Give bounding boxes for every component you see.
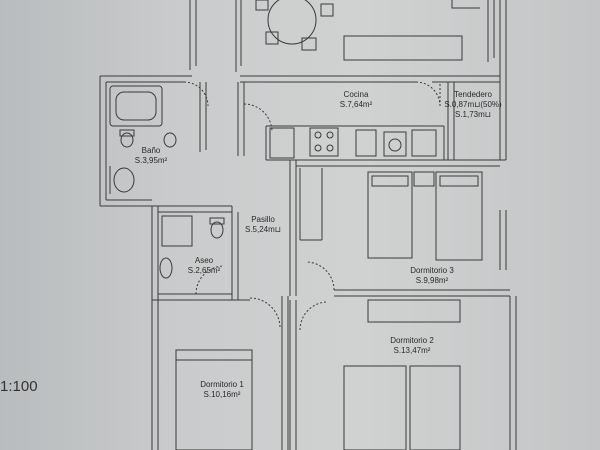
wall-dorm3-bottom xyxy=(334,289,510,297)
sofa xyxy=(343,35,463,61)
door-kitchen xyxy=(243,103,273,133)
room-name: Cocina xyxy=(343,90,369,99)
bath-toilet xyxy=(120,132,134,148)
door-dorm2 xyxy=(299,301,327,331)
room-name: Tendedero xyxy=(454,90,492,99)
shower xyxy=(161,215,193,247)
room-label-cocina: Cocina S.7,64m² xyxy=(326,90,386,110)
chair xyxy=(255,0,269,11)
wall-living-left xyxy=(235,0,242,72)
window-dorm3 xyxy=(499,210,507,270)
terrace-rail xyxy=(189,0,197,70)
wall-kitchen-left xyxy=(237,82,245,156)
wardrobe-dorm3 xyxy=(299,168,323,241)
sink xyxy=(355,129,377,157)
bed-dorm1 xyxy=(175,349,253,450)
wall-hall-lower xyxy=(281,296,297,450)
cooktop xyxy=(309,127,339,157)
door-dorm3 xyxy=(305,261,335,291)
aseo-sink xyxy=(159,257,173,279)
room-label-dormitorio-3: Dormitorio 3 S.9,98m² xyxy=(400,266,464,286)
room-area: S.3,95m² xyxy=(134,156,168,165)
room-name: Dormitorio 1 xyxy=(200,380,244,389)
wall-aseo-right xyxy=(231,206,239,300)
room-name: Dormitorio 2 xyxy=(390,336,434,345)
wall-right-lower xyxy=(509,296,517,450)
room-label-dormitorio-1: Dormitorio 1 S.10,16m² xyxy=(190,380,254,400)
window-dorm1 xyxy=(151,330,159,420)
room-area: S.0,87m⊔(50%) xyxy=(444,100,502,109)
wall-dorm3-top xyxy=(296,159,506,167)
door-tendedero xyxy=(415,81,441,107)
chair xyxy=(320,3,334,17)
fridge xyxy=(269,127,295,159)
nightstand xyxy=(413,171,435,187)
wall-living-right xyxy=(487,0,495,62)
wall-aseo xyxy=(151,205,232,300)
chair xyxy=(301,37,317,51)
wall-dorm1-top xyxy=(151,299,250,450)
door-bath xyxy=(183,81,209,107)
appliance xyxy=(411,129,437,157)
wall-bath-top xyxy=(100,75,192,83)
room-label-pasillo: Pasillo S.5,24m⊔ xyxy=(236,215,290,235)
armchair xyxy=(451,0,480,9)
room-area: S.2,65m² xyxy=(187,266,221,275)
chair xyxy=(265,31,279,45)
room-label-tendedero: Tendedero S.0,87m⊔(50%) S.1,73m⊔ xyxy=(438,90,508,120)
room-label-dormitorio-2: Dormitorio 2 S.13,47m² xyxy=(380,336,444,356)
bathtub xyxy=(109,85,163,127)
wardrobe-dorm2 xyxy=(367,299,461,323)
kitchen-counter xyxy=(265,125,445,161)
bed-dorm2-b xyxy=(409,365,461,450)
door-dorm1 xyxy=(249,297,281,329)
aseo-toilet xyxy=(210,221,224,239)
room-label-aseo: Aseo S.2,65m² xyxy=(180,256,228,276)
bath-sink xyxy=(113,167,135,193)
window-dorm2 xyxy=(509,330,517,400)
wall-bath-right xyxy=(199,82,207,152)
wall-right-outer xyxy=(499,0,507,160)
scale-label: 1:100 xyxy=(0,378,38,395)
dining-table xyxy=(267,0,317,45)
wall-bath-bottom xyxy=(100,199,158,207)
room-area: S.13,47m² xyxy=(393,346,431,355)
wall-hall-right xyxy=(289,160,297,296)
room-area: S.7,64m² xyxy=(339,100,373,109)
bed-dorm3-b xyxy=(435,171,483,261)
bed-dorm3-a xyxy=(367,171,413,259)
room-area: S.5,24m⊔ xyxy=(244,225,282,234)
wall-left-outer xyxy=(99,76,107,206)
room-name: Dormitorio 3 xyxy=(410,266,454,275)
room-area: S.9,98m² xyxy=(415,276,449,285)
room-name: Baño xyxy=(141,146,161,155)
room-area-secondary: S.1,73m⊔ xyxy=(454,110,492,119)
room-name: Aseo xyxy=(194,256,214,265)
door-aseo xyxy=(195,265,225,295)
wall-aseo-bottom xyxy=(152,293,238,301)
bath-bidet xyxy=(163,132,177,148)
room-name: Pasillo xyxy=(251,215,275,224)
room-area: S.10,16m² xyxy=(203,390,241,399)
bed-dorm2-a xyxy=(343,365,407,450)
appliance xyxy=(383,131,407,157)
room-label-bano: Baño S.3,95m² xyxy=(126,146,176,166)
wall-kitchen-top xyxy=(240,75,500,83)
